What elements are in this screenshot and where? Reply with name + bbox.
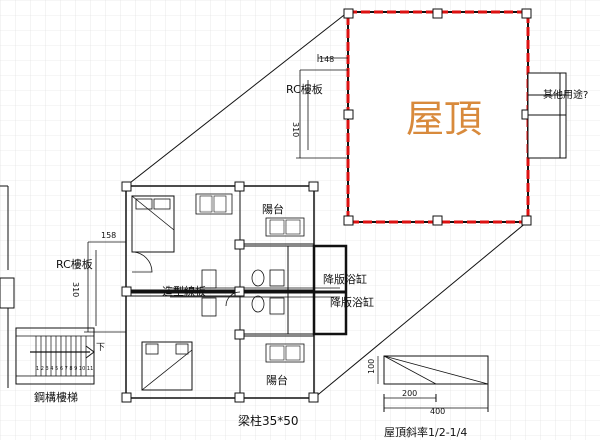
slope-dim-400: 400 bbox=[430, 407, 445, 416]
other-use-box bbox=[527, 72, 567, 159]
stair-numbers: 1 2 3 4 5 6 7 8 9 10 11 bbox=[36, 366, 93, 372]
floor-plan bbox=[121, 181, 348, 403]
balcony-bottom-label: 陽台 bbox=[266, 373, 288, 387]
steel-staircase bbox=[15, 327, 95, 385]
zoom-dim-310: 310 bbox=[291, 122, 300, 137]
molding-label: 造型線板 bbox=[162, 284, 206, 298]
slope-caption: 屋頂斜率1/2-1/4 bbox=[384, 425, 467, 439]
plan-dim-310: 310 bbox=[71, 282, 80, 297]
roof-columns bbox=[343, 8, 532, 226]
steel-stair-label: 鋼構樓梯 bbox=[34, 390, 78, 404]
left-building-edge bbox=[0, 185, 15, 388]
slope-dim-100: 100 bbox=[367, 359, 376, 374]
zoom-dim-148: 148 bbox=[319, 55, 334, 64]
slope-dim-200: 200 bbox=[402, 389, 417, 398]
slope-diagram bbox=[377, 355, 489, 412]
bed-top bbox=[131, 195, 175, 253]
roof-outline bbox=[347, 11, 529, 223]
zoom-rc-dimensions bbox=[296, 54, 348, 159]
other-use-label: 其他用途? bbox=[543, 88, 588, 101]
bed-bottom bbox=[141, 341, 193, 391]
roof-detail: 屋頂 其他用途? 148 310 RC樓板 bbox=[286, 8, 588, 226]
roof-title: 屋頂 bbox=[406, 97, 482, 141]
zoom-projection-lines bbox=[125, 11, 528, 399]
balcony-top-label: 陽台 bbox=[262, 202, 284, 216]
column-spec-label: 梁柱35*50 bbox=[238, 413, 299, 428]
stair-down-label: 下 bbox=[96, 343, 105, 353]
zoom-rc-slab-label: RC樓板 bbox=[286, 82, 323, 96]
plan-rc-slab-label: RC樓板 bbox=[56, 257, 93, 271]
tub-label-2: 降版浴缸 bbox=[330, 295, 374, 309]
plan-dim-158: 158 bbox=[101, 231, 116, 240]
tub-label-1: 降版浴缸 bbox=[323, 272, 367, 286]
plan-rc-dimensions bbox=[84, 241, 126, 333]
